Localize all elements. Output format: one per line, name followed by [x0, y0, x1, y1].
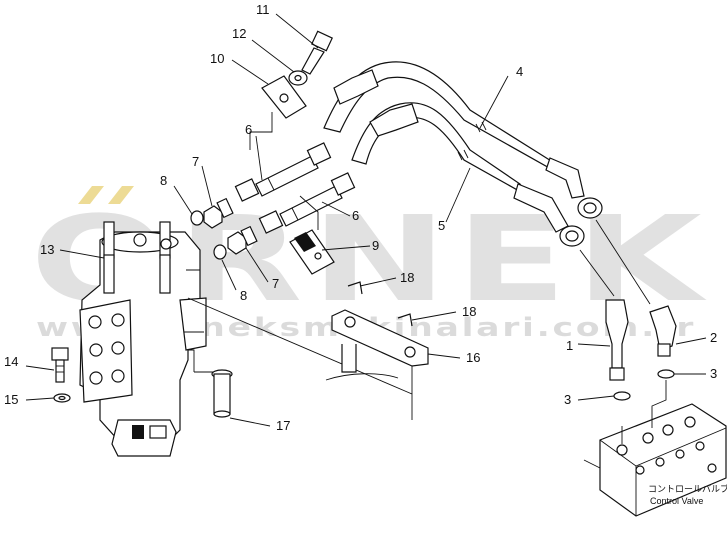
hose-6-upper — [234, 142, 332, 202]
callout-2: 2 — [710, 330, 717, 345]
callout-1: 1 — [566, 338, 573, 353]
callout-13: 13 — [40, 242, 54, 257]
callout-9: 9 — [372, 238, 379, 253]
bolt-14 — [51, 347, 69, 383]
callout-3-right: 3 — [710, 366, 717, 381]
pin-17 — [188, 349, 233, 418]
adapter-7-upper — [203, 197, 234, 229]
cotter-pin-18-lower — [397, 313, 413, 327]
o-ring-8-upper — [190, 210, 204, 226]
callout-8-upper: 8 — [160, 173, 167, 188]
callouts: 11 12 10 6 7 8 4 5 6 9 13 8 7 18 18 16 1… — [4, 2, 717, 433]
callout-11: 11 — [256, 2, 270, 17]
callout-6-upper: 6 — [245, 122, 252, 137]
cotter-pin-18-upper — [347, 281, 363, 295]
elbow-2 — [649, 305, 677, 357]
bracket-16 — [187, 297, 429, 420]
callout-6-lower: 6 — [352, 208, 359, 223]
hose-5 — [351, 102, 585, 247]
bolt-11 — [301, 30, 334, 75]
callout-18-upper: 18 — [400, 270, 414, 285]
callout-14: 14 — [4, 354, 18, 369]
callout-15: 15 — [4, 392, 18, 407]
washer-12 — [288, 70, 308, 86]
elbow-1 — [605, 299, 629, 381]
callout-17: 17 — [276, 418, 290, 433]
control-valve — [583, 380, 727, 517]
callout-4: 4 — [516, 64, 523, 79]
callout-16: 16 — [466, 350, 480, 365]
callout-8-lower: 8 — [240, 288, 247, 303]
break-marks — [457, 121, 487, 161]
callout-7-lower: 7 — [272, 276, 279, 291]
clamp-9 — [289, 195, 335, 275]
callout-10: 10 — [210, 51, 224, 66]
callout-3-left: 3 — [564, 392, 571, 407]
o-ring-8-lower — [213, 244, 227, 260]
washer-15 — [53, 393, 71, 403]
callout-7-upper: 7 — [192, 154, 199, 169]
callout-5: 5 — [438, 218, 445, 233]
swivel-joint-body — [79, 221, 207, 457]
o-ring-3-left — [613, 391, 631, 401]
watermark-accent-left — [78, 186, 104, 204]
callout-18-lower: 18 — [462, 304, 476, 319]
watermark-accent-right — [108, 186, 134, 204]
clamp-10 — [249, 75, 307, 150]
hose-4 — [323, 61, 603, 219]
control-valve-label-en: Control Valve — [650, 496, 703, 506]
o-ring-3-right — [657, 369, 675, 379]
control-valve-label-jp: コントロールバルブ — [648, 483, 727, 494]
callout-12: 12 — [232, 26, 246, 41]
leader-lines — [25, 13, 707, 427]
